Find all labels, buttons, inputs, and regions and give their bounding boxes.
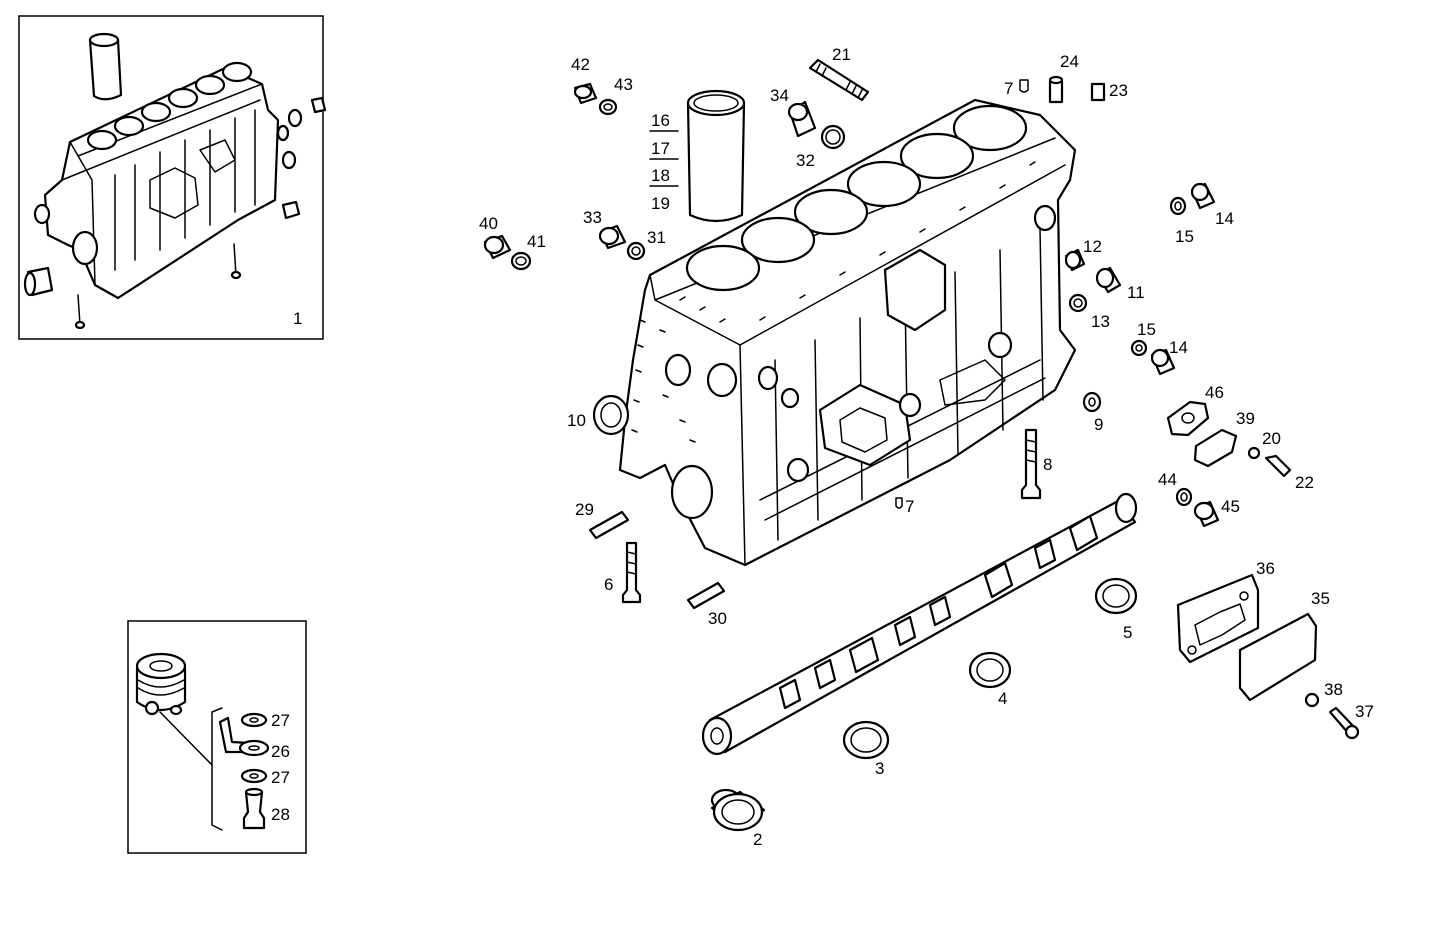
callout-8: 8 [1043,455,1052,474]
callout-46: 46 [1205,383,1224,402]
callout-45: 45 [1221,497,1240,516]
callout-14-lower: 14 [1169,338,1188,357]
callout-36: 36 [1256,559,1275,578]
inset-2-frame [127,620,307,854]
callout-13: 13 [1091,312,1110,331]
camshaft-bushings: 2 3 4 5 [710,577,1138,849]
callout-21: 21 [832,45,851,64]
callout-24: 24 [1060,52,1079,71]
callout-44: 44 [1158,470,1177,489]
callout-34: 34 [770,86,789,105]
callout-32: 32 [796,151,815,170]
callout-33: 33 [583,208,602,227]
inset-1-frame [18,15,324,340]
callout-31: 31 [647,228,666,247]
inset-piston-nozzle: 27 26 27 28 [127,620,307,854]
callout-2: 2 [753,830,762,849]
callout-26: 26 [271,742,290,761]
inset-liner [88,38,123,101]
cover-and-gasket: 36 35 38 37 [1176,559,1374,740]
callout-37: 37 [1355,702,1374,721]
main-engine-block: 7 [618,98,1077,567]
callout-4: 4 [998,689,1007,708]
callout-41: 41 [527,232,546,251]
callout-10: 10 [567,411,586,430]
callout-22: 22 [1295,473,1314,492]
callout-39: 39 [1236,409,1255,428]
callout-15-upper: 15 [1175,227,1194,246]
callout-1: 1 [293,309,302,328]
callout-12: 12 [1083,237,1102,256]
plugs-and-washers: 42 43 34 32 40 41 33 31 10 12 11 [479,55,1314,528]
callout-28: 28 [271,805,290,824]
callout-7: 7 [905,497,914,516]
callout-20: 20 [1262,429,1281,448]
callout-9: 9 [1094,415,1103,434]
callout-14-upper: 14 [1215,209,1234,228]
callout-42: 42 [571,55,590,74]
inset-complete-block: 1 [18,15,327,340]
callout-27-upper: 27 [271,711,290,730]
callout-29: 29 [575,500,594,519]
callout-23: 23 [1109,81,1128,100]
callout-38: 38 [1324,680,1343,699]
callout-30: 30 [708,609,727,628]
callout-35: 35 [1311,589,1330,608]
inset-bolt [242,790,266,830]
callout-78: 7 [1004,79,1013,98]
callout-5: 5 [1123,623,1132,642]
callout-16: 16 [651,111,670,130]
callout-6: 6 [604,575,613,594]
callout-15-lower: 15 [1137,320,1156,339]
callout-43: 43 [614,75,633,94]
fasteners: 21 8 6 29 30 24 23 7 [575,45,1128,628]
callout-3: 3 [875,759,884,778]
callout-40: 40 [479,214,498,233]
cylinder-liner: 16 17 18 19 [649,89,746,223]
callout-11: 11 [1127,283,1145,302]
camshaft [701,492,1138,756]
callout-18: 18 [651,166,670,185]
callout-19: 19 [651,194,670,213]
callout-27-lower: 27 [271,768,290,787]
callout-17: 17 [651,139,670,158]
